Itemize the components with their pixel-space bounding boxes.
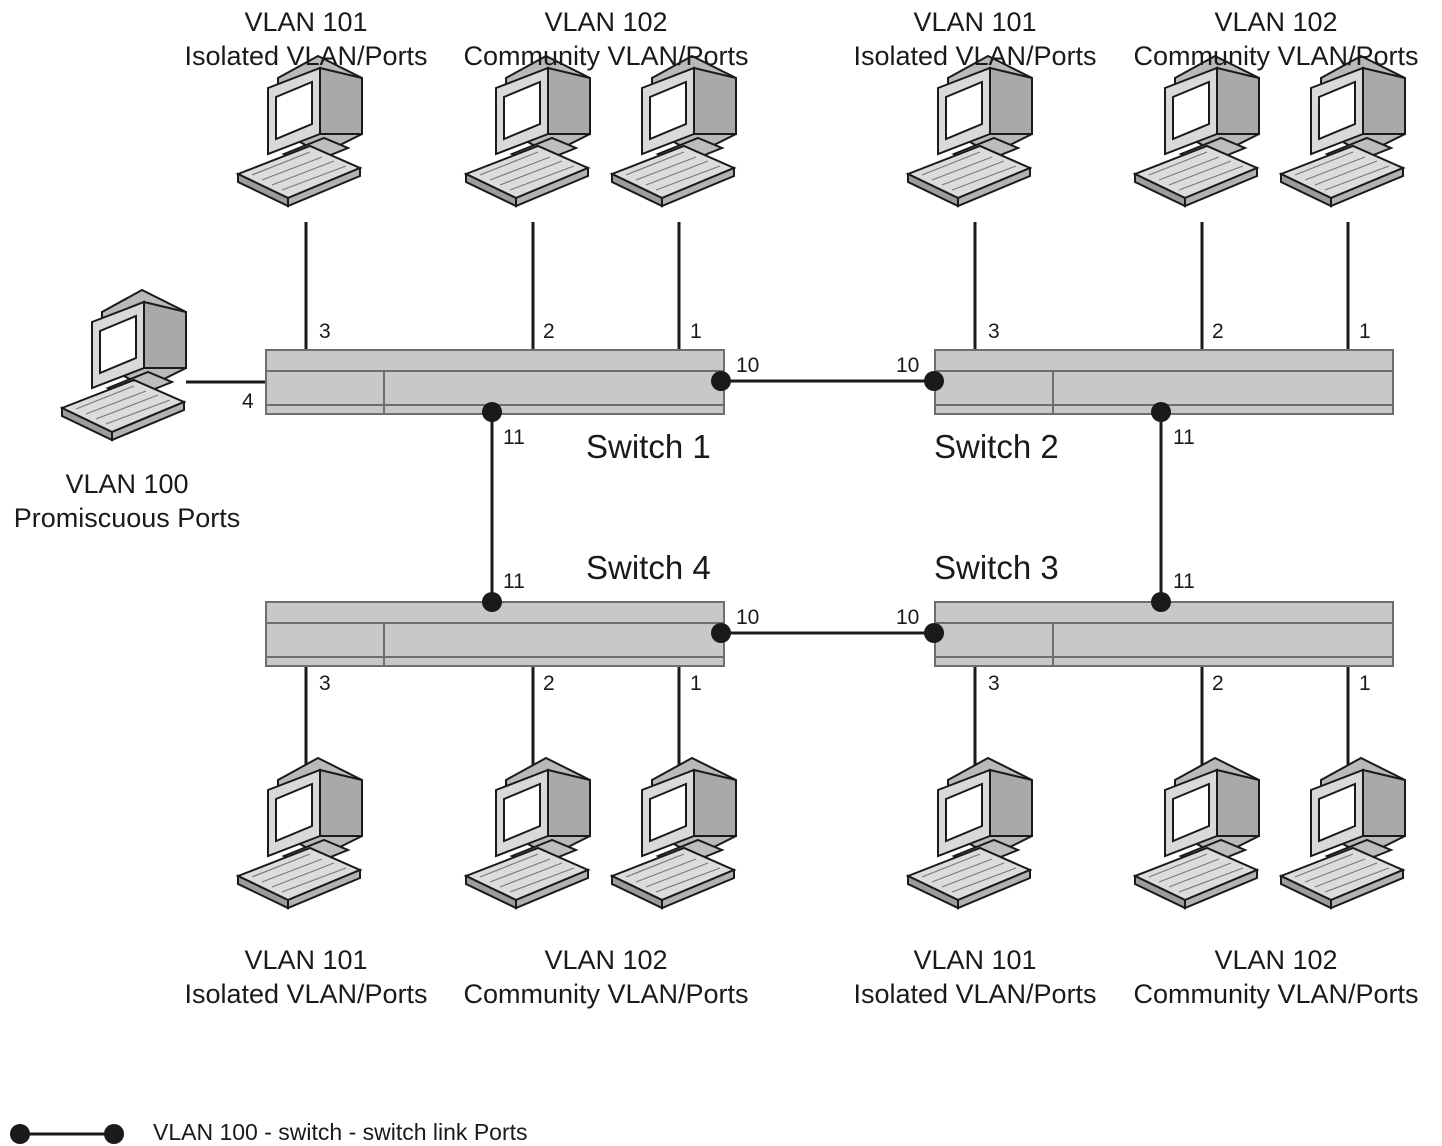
vlan-desc: Community VLAN/Ports (463, 979, 749, 1009)
port-label: 4 (242, 390, 254, 413)
switch-3-box (934, 601, 1394, 667)
vlan-label-top-community-1: VLAN 102 Community VLAN/Ports (453, 5, 759, 73)
port-label: 11 (1173, 570, 1195, 593)
computer-icon (1134, 757, 1260, 909)
port-label: 3 (319, 672, 331, 695)
vlan-desc: Community VLAN/Ports (1133, 41, 1419, 71)
vlan-label-top-isolated-2: VLAN 101 Isolated VLAN/Ports (845, 5, 1105, 73)
switch-4-label: Switch 4 (586, 549, 711, 586)
port-label: 1 (1359, 320, 1371, 343)
vlan-desc: Isolated VLAN/Ports (853, 979, 1097, 1009)
computer-icon (1134, 55, 1260, 207)
port-label: 3 (988, 672, 1000, 695)
switch-3-label: Switch 3 (934, 549, 1059, 586)
vlan-label-top-community-2: VLAN 102 Community VLAN/Ports (1123, 5, 1429, 73)
vlan-title: VLAN 102 (544, 7, 668, 37)
vlan-title: VLAN 102 (544, 945, 668, 975)
port-label: 2 (543, 672, 555, 695)
port-label: 1 (1359, 672, 1371, 695)
top-drop-lines (304, 222, 1350, 350)
vlan-label-top-isolated-1: VLAN 101 Isolated VLAN/Ports (176, 5, 436, 73)
vlan-title: VLAN 100 (65, 469, 189, 499)
vlan-desc: Community VLAN/Ports (463, 41, 749, 71)
vlan-desc: Isolated VLAN/Ports (184, 979, 428, 1009)
port-label: 2 (1212, 672, 1224, 695)
vlan-label-bottom-community-2: VLAN 102 Community VLAN/Ports (1123, 943, 1429, 1011)
legend-label: VLAN 100 - switch - switch link Ports (153, 1119, 528, 1145)
computer-icon (611, 757, 737, 909)
switch-1-label: Switch 1 (586, 428, 711, 465)
computer-icon (237, 55, 363, 207)
switch-4-box (265, 601, 725, 667)
port-label: 11 (503, 426, 525, 449)
vlan-title: VLAN 102 (1214, 7, 1338, 37)
port-label: 1 (690, 672, 702, 695)
vlan-desc: Isolated VLAN/Ports (184, 41, 428, 71)
port-label: 2 (1212, 320, 1224, 343)
computer-icon (465, 55, 591, 207)
vlan-title: VLAN 102 (1214, 945, 1338, 975)
port-label: 3 (319, 320, 331, 343)
legend-dot (104, 1124, 124, 1144)
vlan-label-bottom-isolated-2: VLAN 101 Isolated VLAN/Ports (845, 943, 1105, 1011)
computer-icon (1280, 55, 1406, 207)
port-label: 10 (896, 354, 920, 377)
computer-icon (1280, 757, 1406, 909)
computer-icon (61, 289, 187, 441)
port-label: 1 (690, 320, 702, 343)
computer-icon (907, 55, 1033, 207)
vlan-label-bottom-isolated-1: VLAN 101 Isolated VLAN/Ports (176, 943, 436, 1011)
switch-2-label: Switch 2 (934, 428, 1059, 465)
computer-icon (465, 757, 591, 909)
vlan-title: VLAN 101 (913, 7, 1037, 37)
vlan-title: VLAN 101 (244, 945, 368, 975)
port-label: 10 (896, 606, 920, 629)
vlan-desc: Promiscuous Ports (13, 503, 241, 533)
computer-icon (907, 757, 1033, 909)
vlan-title: VLAN 101 (913, 945, 1037, 975)
vlan-label-bottom-community-1: VLAN 102 Community VLAN/Ports (453, 943, 759, 1011)
port-label: 10 (736, 606, 760, 629)
port-label: 3 (988, 320, 1000, 343)
trunk-port-dots (482, 371, 1171, 643)
vlan-desc: Isolated VLAN/Ports (853, 41, 1097, 71)
port-label: 11 (1173, 426, 1195, 449)
vlan-desc: Community VLAN/Ports (1133, 979, 1419, 1009)
port-label: 2 (543, 320, 555, 343)
port-label: 10 (736, 354, 760, 377)
computer-icon (611, 55, 737, 207)
port-label: 11 (503, 570, 525, 593)
vlan-label-promiscuous: VLAN 100 Promiscuous Ports (2, 467, 252, 535)
computer-icon (237, 757, 363, 909)
vlan-title: VLAN 101 (244, 7, 368, 37)
legend-dot (10, 1124, 30, 1144)
trunk-links (490, 379, 1163, 635)
